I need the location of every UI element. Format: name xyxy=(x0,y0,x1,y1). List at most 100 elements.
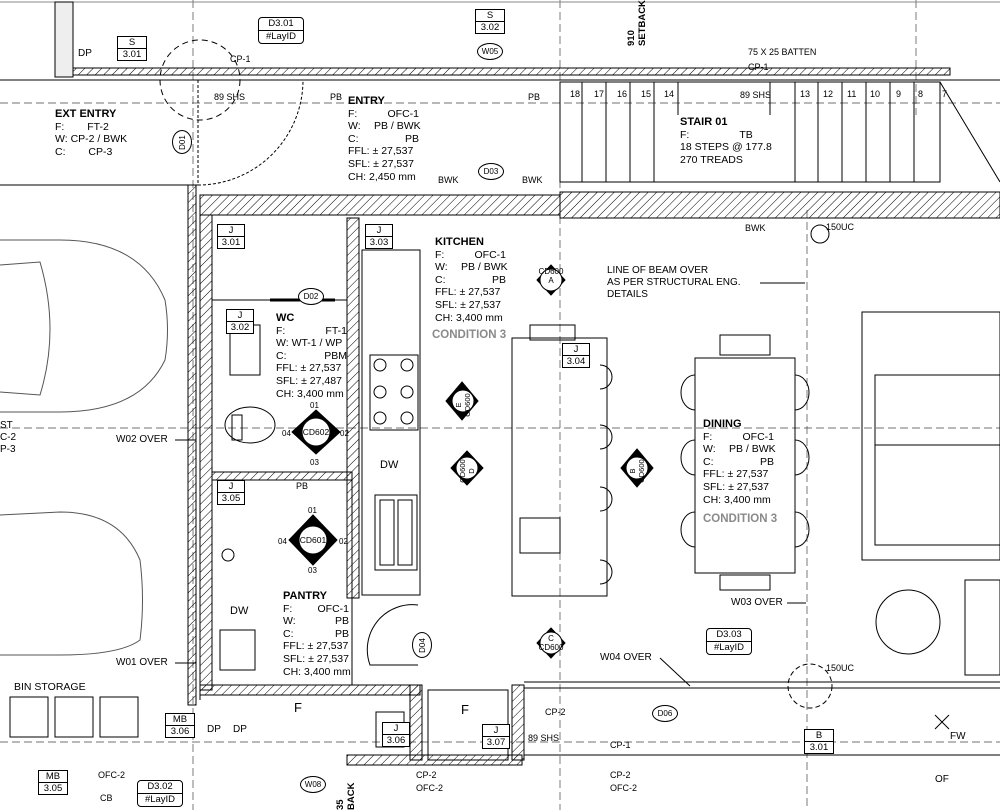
spec-key: C: xyxy=(348,132,359,145)
room-spec: W:PB / BWK xyxy=(435,261,508,274)
cp-label: CP-1 xyxy=(748,62,769,72)
spec-value: PB / BWK xyxy=(374,120,421,133)
stair-number: 7 xyxy=(942,89,948,99)
marker-direction: 01 xyxy=(308,506,317,515)
callout-ref: D3.02 xyxy=(138,781,182,794)
spec-key: FFL: xyxy=(703,468,725,481)
room-spec: CH: 2,450 mm xyxy=(348,171,419,184)
bwk-label: BWK xyxy=(745,223,766,233)
spec-key: CH: xyxy=(283,665,302,678)
detail-callout: D3.02#LayID xyxy=(137,780,183,807)
spec-key: F: xyxy=(283,602,293,615)
spec-key: W: xyxy=(55,133,68,146)
tag-type: J xyxy=(366,225,392,237)
shs-label: 89 SHS xyxy=(740,90,772,100)
spec-value: 3,400 mm xyxy=(456,311,503,324)
marker-direction: 01 xyxy=(310,401,319,410)
room-spec: C:PB xyxy=(283,628,351,641)
note-line: DETAILS xyxy=(607,289,648,300)
pb-label: PB xyxy=(296,481,309,491)
marker-direction: 03 xyxy=(310,458,319,467)
room-wc: WC F:FT-1 W: WT-1 / WP C:PBM FFL: ± 27,5… xyxy=(276,312,347,400)
window-tag-text: W08 xyxy=(304,780,322,789)
spec-value: PB xyxy=(404,132,419,145)
marker-letter: B xyxy=(628,468,637,474)
room-spec: F:TB xyxy=(680,129,772,142)
condition-label-dining: CONDITION 3 xyxy=(703,513,778,525)
tag-number: 3.01 xyxy=(809,742,829,753)
spec-value: ± 27,537 xyxy=(727,468,769,481)
room-spec: FFL: ± 27,537 xyxy=(283,640,351,653)
room-dining: DINING F:OFC-1 W:PB / BWK C:PB FFL: ± 27… xyxy=(703,418,776,506)
cb-label: CB xyxy=(100,793,113,803)
shs-label: 89 SHS xyxy=(214,92,246,102)
door-tag-d02: D02 xyxy=(298,288,324,305)
spec-key: FFL: xyxy=(435,286,457,299)
spec-value: PB xyxy=(334,615,349,628)
pb-label: PB xyxy=(528,92,541,102)
setback-lower-dim: 35 xyxy=(335,799,346,810)
partial-room-label: ST C-2 P-3 xyxy=(0,420,16,456)
spec-key: FFL: xyxy=(348,145,370,158)
stair-steps: 18 STEPS @ 177.8 xyxy=(680,141,772,154)
note-line: C-2 xyxy=(0,432,17,443)
spec-value: ± 27,537 xyxy=(372,145,414,158)
batten-label: 75 X 25 BATTEN xyxy=(748,47,817,57)
room-spec: C:PB xyxy=(703,456,774,469)
spec-value: PB xyxy=(491,273,506,286)
room-spec: F:OFC-1 xyxy=(435,249,506,262)
marker-direction: 02 xyxy=(340,429,349,438)
callout-ref: D3.01 xyxy=(259,18,303,31)
spec-key: CH: xyxy=(348,170,367,183)
spec-value: ± 27,537 xyxy=(307,640,349,653)
room-spec: W:PB xyxy=(283,615,351,628)
tag-type: J xyxy=(218,225,244,237)
tag-number: 3.01 xyxy=(221,237,241,248)
spec-value: ± 27,487 xyxy=(301,374,342,387)
room-spec: C: PB xyxy=(348,133,419,146)
room-spec: C: CP-3 xyxy=(55,146,127,159)
spec-key: CH: xyxy=(703,493,722,506)
tag-type: J xyxy=(218,481,244,493)
callout-id: #LayID xyxy=(144,794,176,805)
spec-value: FT-1 xyxy=(325,324,347,337)
marker-direction: 04 xyxy=(282,429,291,438)
detail-callout: D3.01#LayID xyxy=(258,17,304,44)
marker-direction: 04 xyxy=(278,537,287,546)
stair-number: 9 xyxy=(896,89,902,99)
spec-key: C: xyxy=(703,455,714,468)
spec-key: F: xyxy=(703,430,713,443)
window-note: W03 OVER xyxy=(731,597,783,608)
spec-value: PB / BWK xyxy=(729,443,776,456)
room-spec: SFL: ± 27,537 xyxy=(283,653,351,666)
room-spec: W:PB / BWK xyxy=(703,443,776,456)
tag-type: MB xyxy=(39,771,67,783)
tag-type: B xyxy=(805,730,833,742)
door-tag-text: D01 xyxy=(177,134,187,150)
room-spec: F:OFC-1 xyxy=(283,603,351,616)
spec-key: F: xyxy=(348,107,358,120)
spec-value: FT-2 xyxy=(87,120,109,133)
room-spec: FFL: ± 27,537 xyxy=(276,362,347,375)
spec-key: FFL: xyxy=(276,362,298,375)
column-label: 150UC xyxy=(826,222,855,232)
spec-key: C: xyxy=(276,349,287,362)
room-spec: C:PBM xyxy=(276,350,347,363)
window-note: W01 OVER xyxy=(116,657,168,668)
room-spec: F:OFC-1 xyxy=(703,431,774,444)
cp-label: CP-2 xyxy=(545,707,566,717)
room-spec: FFL: ± 27,537 xyxy=(435,286,506,299)
room-spec: W: WT-1 / WP xyxy=(276,337,347,350)
room-title: KITCHEN xyxy=(435,236,484,248)
window-note: W04 OVER xyxy=(600,652,652,663)
spec-key: F: xyxy=(680,128,690,141)
condition-label-kitchen: CONDITION 3 xyxy=(432,329,507,341)
room-spec: W:PB / BWK xyxy=(348,120,421,133)
